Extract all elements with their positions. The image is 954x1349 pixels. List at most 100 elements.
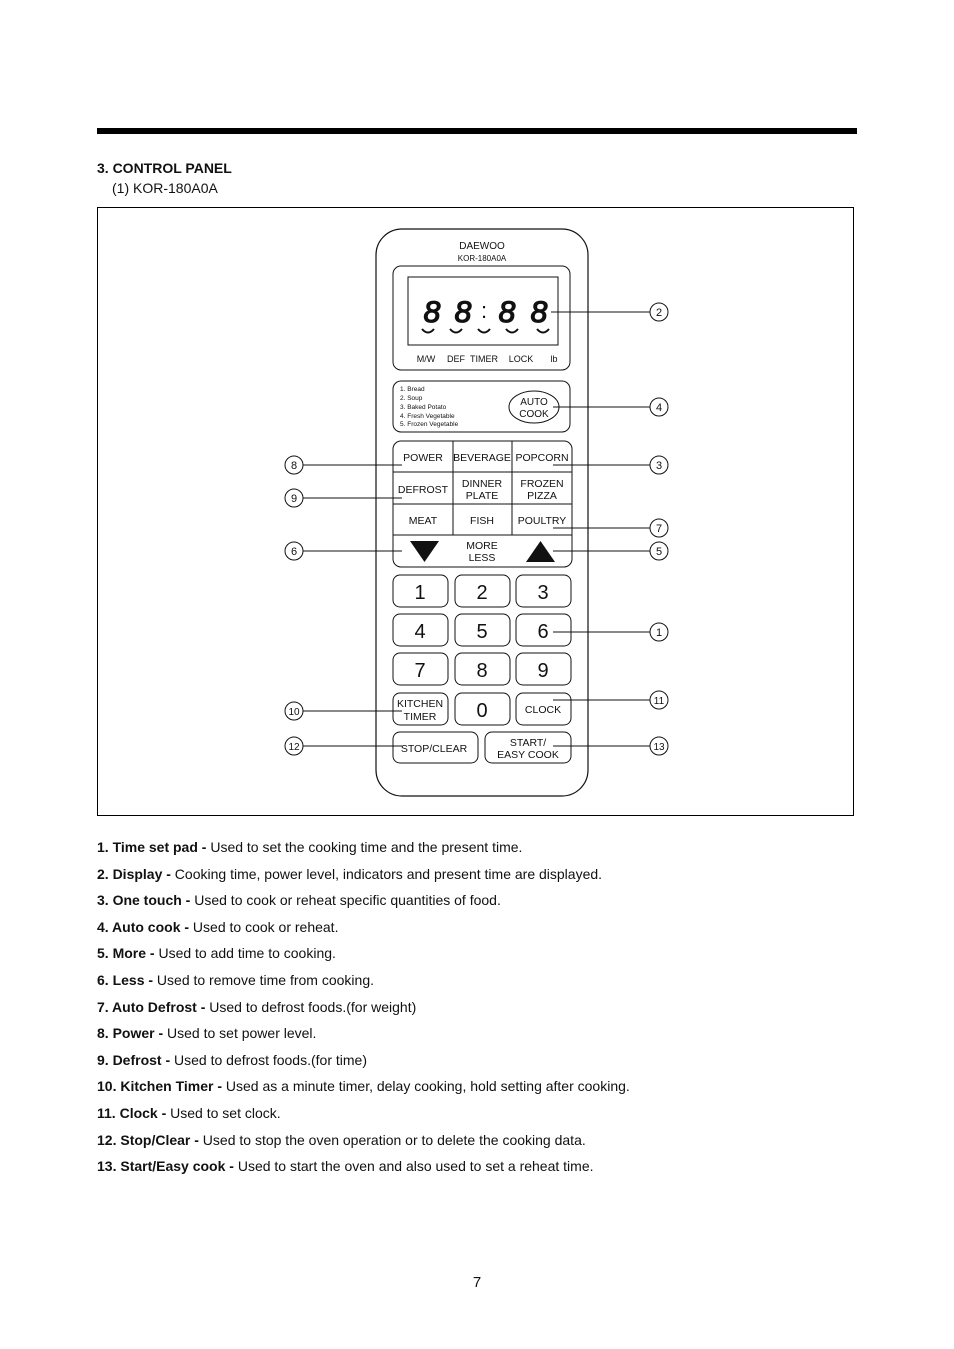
digit-key-9[interactable] xyxy=(515,652,572,686)
indicator-mark xyxy=(421,328,435,334)
frozen-pizza-key[interactable]: FROZEN xyxy=(520,478,563,490)
auto-menu-item: 2. Soup xyxy=(400,395,423,402)
description-term: 4. Auto cook - xyxy=(97,918,190,935)
digit-key-6[interactable] xyxy=(515,613,572,647)
auto-menu-item: 1. Bread xyxy=(400,386,425,393)
leader-lines xyxy=(303,311,650,747)
clock-label: CLOCK xyxy=(525,704,561,716)
description-text: Used to set power level. xyxy=(163,1025,317,1042)
kitchen-timer-label: TIMER xyxy=(404,711,437,723)
callout-7: 7 xyxy=(656,523,662,535)
callout-13: 13 xyxy=(653,742,665,753)
indicator-mark xyxy=(449,328,463,334)
indicator-mark xyxy=(536,328,550,334)
indicator-timer: TIMER xyxy=(470,354,498,364)
description-term: 3. One touch - xyxy=(97,892,191,909)
callout-numbers: 2 4 3 7 5 1 11 13 8 9 6 10 12 xyxy=(288,307,665,753)
frozen-pizza-key[interactable]: PIZZA xyxy=(527,490,557,502)
fish-key[interactable]: FISH xyxy=(470,515,494,527)
clock-key[interactable] xyxy=(515,692,572,726)
start-key[interactable] xyxy=(484,731,572,764)
auto-menu-list: 1. Bread 2. Soup 3. Baked Potato 4. Fres… xyxy=(400,386,459,428)
description-item: 2. Display - Cooking time, power level, … xyxy=(97,865,630,892)
description-item: 5. More - Used to add time to cooking. xyxy=(97,944,630,971)
description-text: Used to stop the oven operation or to de… xyxy=(198,1131,586,1148)
digit-label: 8 xyxy=(476,660,487,682)
callout-10: 10 xyxy=(288,707,300,718)
digit-key-0[interactable] xyxy=(454,692,511,726)
less-arrow-icon[interactable] xyxy=(410,541,439,562)
meat-key[interactable]: MEAT xyxy=(409,515,438,527)
callout-12: 12 xyxy=(288,742,300,753)
description-text: Used to cook or reheat specific quantiti… xyxy=(190,892,501,909)
digit-key-4[interactable] xyxy=(392,613,449,647)
callout-circle xyxy=(649,736,669,756)
digit-label: 4 xyxy=(414,621,425,643)
description-term: 11. Clock - xyxy=(97,1104,167,1121)
defrost-key[interactable]: DEFROST xyxy=(398,484,449,496)
digit-label: 5 xyxy=(476,621,487,643)
digit-key-3[interactable] xyxy=(515,574,572,608)
callout-circle xyxy=(284,455,304,475)
callout-circle xyxy=(284,541,304,561)
stop-clear-key[interactable] xyxy=(392,731,479,764)
indicator-mark xyxy=(477,328,491,334)
start-label: START/ xyxy=(510,737,546,749)
description-term: 9. Defrost - xyxy=(97,1051,171,1068)
kitchen-timer-label: KITCHEN xyxy=(397,698,443,710)
callout-circles xyxy=(284,302,669,756)
dinner-plate-key[interactable]: PLATE xyxy=(466,490,498,502)
more-arrow-icon[interactable] xyxy=(526,541,555,562)
digit-label: 9 xyxy=(537,660,548,682)
description-text: Used to start the oven and also used to … xyxy=(233,1158,594,1175)
top-rule xyxy=(97,128,857,134)
callout-circle xyxy=(649,302,669,322)
one-touch-keys: POWER BEVERAGE POPCORN DEFROST DINNER PL… xyxy=(398,452,569,527)
digit-key-5[interactable] xyxy=(454,613,511,647)
description-text: Cooking time, power level, indicators an… xyxy=(170,865,603,882)
digit-label: 6 xyxy=(537,621,548,643)
auto-cook-label: COOK xyxy=(519,409,549,420)
kitchen-timer-key[interactable] xyxy=(392,692,449,726)
callout-5: 5 xyxy=(656,546,662,558)
description-item: 8. Power - Used to set power level. xyxy=(97,1024,630,1051)
popcorn-key[interactable]: POPCORN xyxy=(515,452,568,464)
more-less-label: MORE xyxy=(466,540,498,552)
digit-key-8[interactable] xyxy=(454,652,511,686)
description-text: Used as a minute timer, delay cooking, h… xyxy=(222,1078,630,1095)
digit-label: 7 xyxy=(414,660,425,682)
control-panel-figure: DAEWOO KOR-180A0A 8 8 : 8 8 M/W DEF TIME… xyxy=(97,207,854,816)
callout-9: 9 xyxy=(291,493,297,505)
dinner-plate-key[interactable]: DINNER xyxy=(462,478,503,490)
description-term: 10. Kitchen Timer - xyxy=(97,1078,223,1095)
description-text: Used to add time to cooking. xyxy=(154,945,336,962)
description-term: 6. Less - xyxy=(97,971,154,988)
display-screen xyxy=(407,276,559,346)
brand-label: DAEWOO xyxy=(459,241,505,252)
digit-key-2[interactable] xyxy=(454,574,511,608)
more-less-label: LESS xyxy=(469,552,496,564)
indicator-mw: M/W xyxy=(417,354,436,364)
description-term: 2. Display - xyxy=(97,865,171,882)
power-key[interactable]: POWER xyxy=(403,452,443,464)
auto-menu-item: 3. Baked Potato xyxy=(400,404,447,411)
description-text: Used to set clock. xyxy=(166,1104,281,1121)
digit-key-7[interactable] xyxy=(392,652,449,686)
callout-circle xyxy=(649,455,669,475)
poultry-key[interactable]: POULTRY xyxy=(518,515,567,527)
callout-4: 4 xyxy=(656,402,662,414)
digit-key-1[interactable] xyxy=(392,574,449,608)
grid-lines xyxy=(393,441,572,536)
indicator-lock: LOCK xyxy=(509,354,534,364)
description-item: 3. One touch - Used to cook or reheat sp… xyxy=(97,891,630,918)
auto-cook-label: AUTO xyxy=(520,397,548,408)
digit-label: 3 xyxy=(537,582,548,604)
callout-6: 6 xyxy=(291,546,297,558)
description-item: 1. Time set pad - Used to set the cookin… xyxy=(97,838,630,865)
digit-label: 1 xyxy=(414,582,425,604)
digit-label: 2 xyxy=(476,582,487,604)
beverage-key[interactable]: BEVERAGE xyxy=(453,452,511,464)
auto-cook-button[interactable]: AUTO COOK xyxy=(508,390,560,424)
number-pad: 1 2 3 4 5 6 7 8 9 0 KITCHEN TIMER CLOCK xyxy=(392,574,572,726)
description-item: 12. Stop/Clear - Used to stop the oven o… xyxy=(97,1131,630,1158)
